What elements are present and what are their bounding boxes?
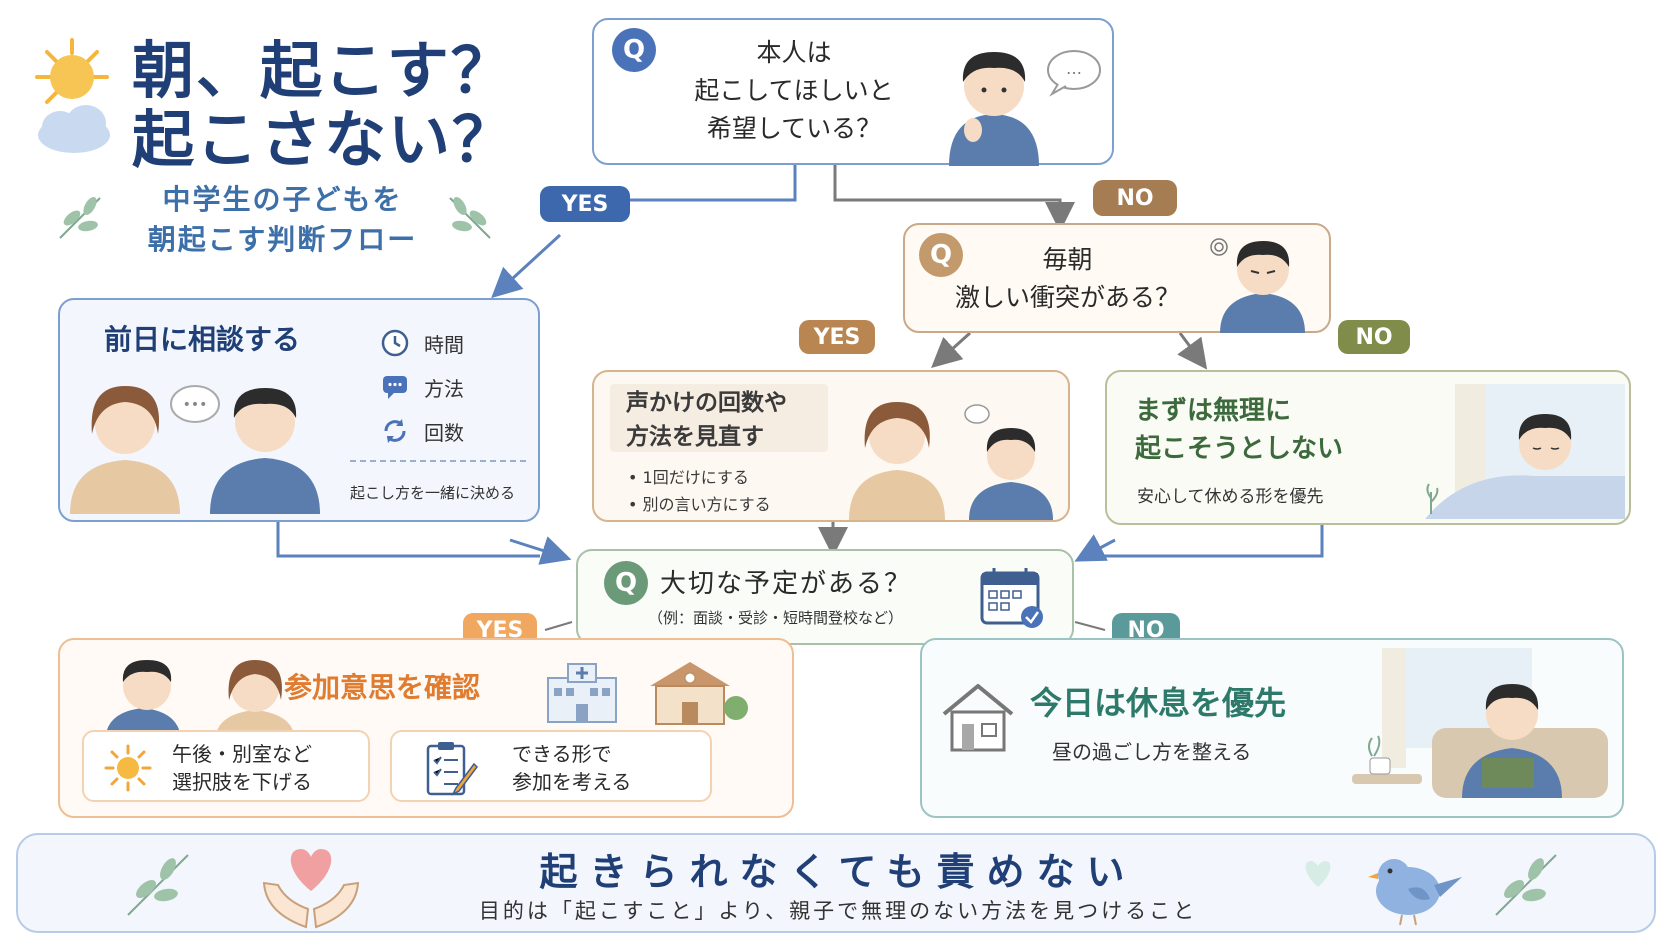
leaf-left-icon [59,196,101,239]
q1-badge: Q [612,28,656,72]
sun-cloud-icon [35,38,110,153]
subtitle-line2: 朝起こす判断フロー [147,223,418,256]
q2-badge: Q [919,233,963,277]
page-subtitle: 中学生の子どもを 朝起こす判断フロー [110,180,455,260]
q2-yes-label: YES [799,320,875,354]
sleeping-boy-icon [1425,384,1625,519]
speech-bubble-icon: … [1047,50,1101,97]
consult-divider [350,460,526,462]
consult-title: 前日に相談する [104,323,301,356]
sun-icon [104,744,152,792]
subtitle-line1: 中学生の子どもを [162,183,403,216]
review-title: 声かけの回数や 方法を見直す [626,386,787,454]
rest-card: 今日は休息を優先 昼の過ごし方を整える [920,638,1624,818]
review-bullet-2: • 別の言い方にする [628,495,771,514]
q3-badge: Q [604,561,648,605]
option2-line2: 参加を考える [512,770,632,794]
hospital-icon [547,663,617,723]
bluebird-icon [1368,859,1462,926]
footer-banner: 起きられなくても責めない 目的は「起こすこと」より、親子で無理のない方法を見つけ… [16,833,1656,933]
small-heart-icon [1305,861,1331,887]
participate-card: 参加意思を確認 午後・別室など 選択肢を下げる [58,638,794,818]
calendar-check-icon [980,568,1043,628]
q3-question: 大切な予定がある？ [660,569,913,599]
q1-line3: 希望している？ [706,114,882,143]
dont-force-card: まずは無理に 起こそうとしない 安心して休める形を優先 [1105,370,1631,525]
rest-sub: 昼の過ごし方を整える [1052,740,1252,764]
mother-worried-icon [849,402,1053,520]
leaf-footer-right-icon [1495,854,1557,916]
consult-item-time: 時間 [380,328,464,358]
rest-title: 今日は休息を優先 [1030,684,1287,722]
consult-item-time-label: 時間 [424,332,464,357]
footer-sub: 目的は「起こすこと」より、親子で無理のない方法を見つけること [478,899,1198,923]
page-title-line2: 起こさない？ [132,103,517,176]
refresh-icon [384,419,406,443]
clipboard-icon [426,742,478,796]
participate-title: 参加意思を確認 [284,671,481,704]
q2-question: 毎朝 激しい衝突がある？ [945,241,1190,317]
review-title-line1: 声かけの回数や [626,390,787,416]
option2-card: できる形で 参加を考える [390,730,712,802]
consult-card: 前日に相談する ••• 時間 方法 回数 起こし方を一緒に決める [58,298,540,522]
q3-card: Q 大切な予定がある？ （例：面談・受診・短時間登校など） [576,549,1074,645]
svg-text:•••: ••• [183,397,208,413]
review-bullet-1: • 1回だけにする [628,468,749,487]
option1-line2: 選択肢を下げる [172,770,312,794]
option2-line1: できる形で [512,742,612,766]
consult-items: 時間 方法 回数 [380,328,464,446]
consult-footer: 起こし方を一緒に決める [350,484,516,502]
q1-line2: 起こしてほしいと [694,76,894,105]
consult-item-method: 方法 [380,372,464,402]
arrow-q1-no [833,165,1075,232]
dont-force-sub: 安心して休める形を優先 [1137,487,1324,507]
leaf-footer-left-icon [127,854,189,916]
q1-yes-label: YES [540,186,630,222]
q1-bubble-text: … [1066,59,1082,78]
arrow-q3-yes [544,621,573,631]
arrow-q2-yes [931,331,972,369]
arrow-q3-no [1074,621,1106,631]
q1-no-label: NO [1093,180,1177,216]
q2-card: Q 毎朝 激しい衝突がある？ [903,223,1331,333]
consult-item-count: 回数 [380,416,464,446]
parent-child-talk-icon: ••• [70,385,320,514]
q1-line1: 本人は [756,38,832,67]
reading-boy-icon [1352,648,1608,798]
option2-text: できる形で 参加を考える [512,740,631,796]
dont-force-title-line2: 起こそうとしない [1135,434,1344,464]
option1-card: 午後・別室など 選択肢を下げる [82,730,370,802]
dont-force-title-line1: まずは無理に [1135,396,1292,426]
arrow-q2-no [1177,332,1208,370]
arrow-consult-q3 [276,522,540,558]
q1-card: Q 本人は 起こしてほしいと 希望している？ … [592,18,1114,166]
consult-item-count-label: 回数 [424,420,464,445]
leaf-right-icon [449,196,491,239]
school-icon [650,662,748,725]
review-card: 声かけの回数や 方法を見直す • 1回だけにする • 別の言い方にする [592,370,1070,522]
q1-question: 本人は 起こしてほしいと 希望している？ [664,34,924,148]
footer-title: 起きられなくても責めない [539,850,1137,894]
house-icon [942,684,1014,752]
review-bullets: • 1回だけにする • 別の言い方にする [628,464,771,518]
heart-hands-icon [262,849,360,929]
consult-item-method-label: 方法 [424,376,464,401]
q2-no-label: NO [1338,320,1410,354]
review-title-line2: 方法を見直す [626,424,764,450]
q3-example: （例：面談・受診・短時間登校など） [648,609,904,627]
frustrated-boy-icon [1210,238,1305,333]
review-title-bg [610,384,828,452]
dont-force-title: まずは無理に 起こそうとしない [1135,392,1343,468]
option1-line1: 午後・別室など [172,742,312,766]
q2-line2: 激しい衝突がある？ [954,283,1180,312]
arrow-dontforce-q3 [1090,525,1324,558]
parent-child-icon [105,660,295,742]
q2-line1: 毎朝 [1042,245,1093,274]
boy-thinking-icon [949,52,1039,166]
chat-icon [383,376,407,399]
page-title-line1: 朝、起こす？ [132,34,515,107]
clock-icon [381,329,409,357]
option1-text: 午後・別室など 選択肢を下げる [172,740,312,796]
